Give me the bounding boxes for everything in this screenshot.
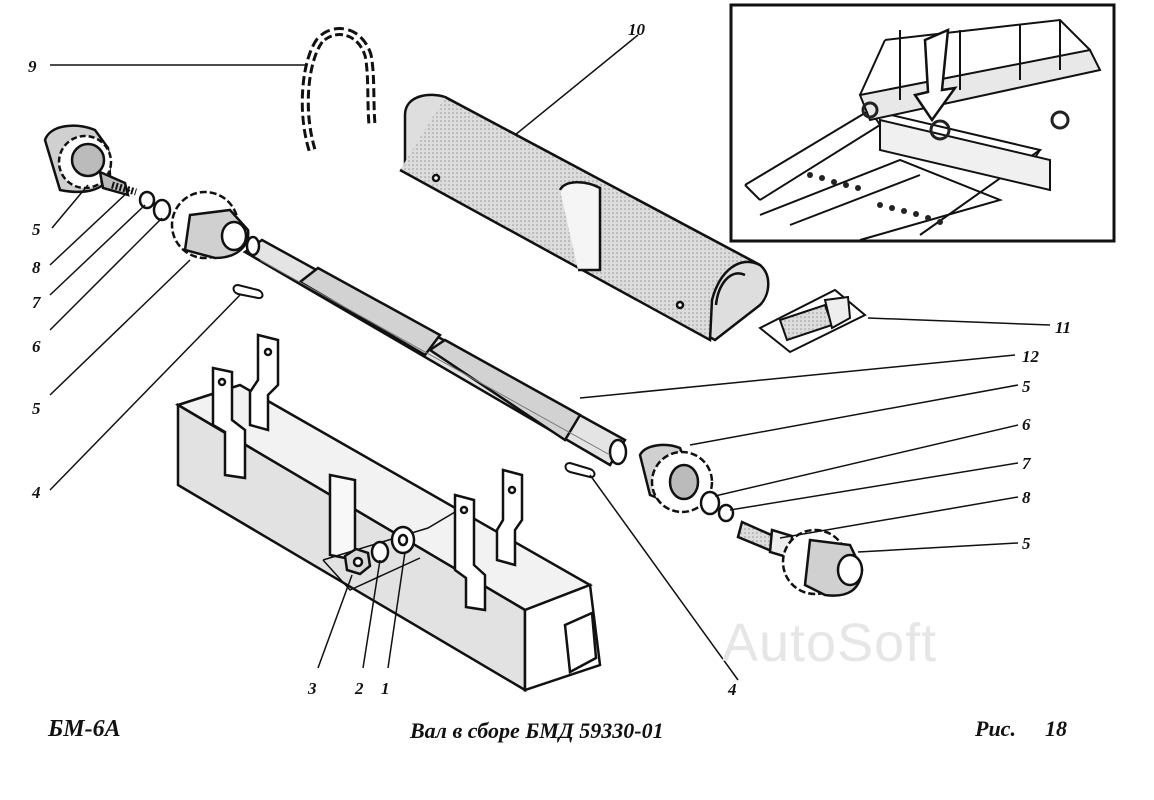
callout-6-left: 6 bbox=[32, 337, 41, 356]
callout-6-right: 6 bbox=[1022, 415, 1031, 434]
callout-8-right: 8 bbox=[1022, 488, 1031, 507]
callout-labels: 9 10 11 12 5 6 7 8 5 5 8 7 6 5 4 4 3 2 1 bbox=[28, 20, 1071, 699]
callout-4-right: 4 bbox=[727, 680, 737, 699]
key-right bbox=[564, 461, 596, 479]
bolt-11 bbox=[758, 288, 867, 354]
figure-caption: Вал в сборе БМД 59330-01 bbox=[410, 718, 664, 743]
guard-cover bbox=[399, 93, 770, 343]
callout-1: 1 bbox=[381, 679, 390, 698]
roller-chain bbox=[300, 27, 377, 152]
callout-3: 3 bbox=[307, 679, 317, 698]
bolt-right-8 bbox=[736, 520, 794, 560]
callout-2: 2 bbox=[354, 679, 364, 698]
callout-10: 10 bbox=[628, 20, 646, 39]
figure-number: 18 bbox=[1045, 716, 1067, 741]
callout-5-right-b: 5 bbox=[1022, 534, 1031, 553]
callout-5-right-a: 5 bbox=[1022, 377, 1031, 396]
flat-washer-1 bbox=[390, 525, 416, 555]
callout-12: 12 bbox=[1022, 347, 1040, 366]
sprocket-lower-right bbox=[781, 528, 864, 597]
key-left bbox=[232, 283, 264, 300]
sprocket-lower-left bbox=[170, 190, 250, 260]
inset-machine-view bbox=[729, 3, 1116, 243]
washer-left-6 bbox=[152, 198, 172, 222]
sprocket-upper-left bbox=[43, 124, 137, 197]
callout-4-left: 4 bbox=[31, 483, 41, 502]
callout-8-left: 8 bbox=[32, 258, 41, 277]
bracket-right bbox=[453, 468, 524, 612]
callout-9: 9 bbox=[28, 57, 37, 76]
washer-left-7 bbox=[138, 190, 156, 210]
nut-3 bbox=[343, 547, 372, 576]
model-label: БМ-6А bbox=[48, 716, 121, 742]
callout-7-left: 7 bbox=[32, 293, 42, 312]
callout-7-right: 7 bbox=[1022, 454, 1032, 473]
bracket-left bbox=[211, 333, 280, 480]
watermark-text: AutoSoft bbox=[722, 613, 938, 673]
leader-lines bbox=[49, 34, 1051, 681]
callout-11: 11 bbox=[1055, 318, 1071, 337]
callout-5-left-b: 5 bbox=[32, 399, 41, 418]
lock-washer-2 bbox=[370, 540, 390, 564]
shaft bbox=[242, 235, 628, 467]
callout-5-left-a: 5 bbox=[32, 220, 41, 239]
figure-prefix: Рис. bbox=[975, 716, 1016, 741]
sprocket-upper-right bbox=[638, 443, 714, 514]
washer-right-6 bbox=[699, 490, 721, 516]
washer-right-7 bbox=[717, 503, 735, 523]
